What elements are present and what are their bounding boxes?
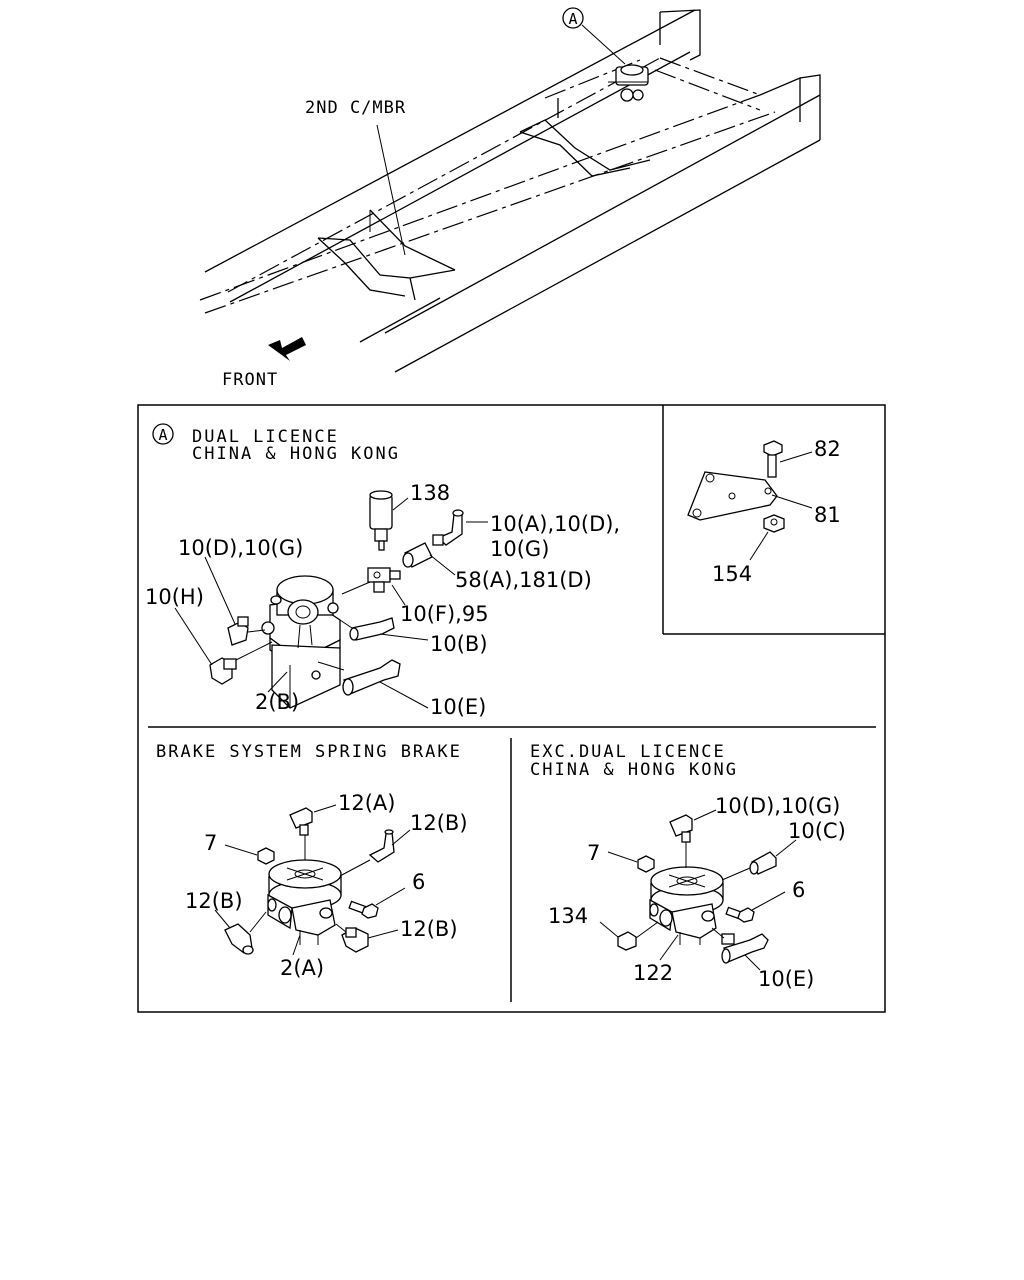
label-10h: 10(H)	[145, 585, 204, 609]
label-12b-top: 12(B)	[410, 811, 468, 835]
part-12a	[289, 804, 337, 860]
label-6: 6	[412, 870, 425, 894]
label-10adg-line1: 10(A),10(D),	[490, 512, 620, 536]
part-tee-10e	[317, 659, 429, 709]
front-label: FRONT	[222, 370, 278, 390]
label-10c: 10(C)	[788, 819, 846, 843]
part-10dg-exc	[669, 809, 717, 868]
label-12b-left: 12(B)	[185, 889, 243, 913]
part-7-nut	[224, 844, 275, 865]
spring-brake-valve-illustration	[267, 859, 342, 945]
label-10dg-exc: 10(D),10(G)	[715, 794, 840, 818]
chassis-frame-illustration	[199, 9, 821, 373]
exc-dual-title-line1: EXC.DUAL LICENCE	[530, 742, 726, 762]
part-12b-right	[335, 923, 399, 953]
label-10dg-left: 10(D),10(G)	[178, 536, 303, 560]
front-arrow-icon	[268, 337, 306, 361]
part-12b-left	[214, 909, 267, 955]
callout-a-top: A	[562, 7, 626, 65]
relay-valve-2b-illustration	[261, 575, 341, 709]
label-134: 134	[548, 904, 588, 928]
label-10e-exc: 10(E)	[758, 967, 814, 991]
exc-dual-valve-illustration	[649, 866, 724, 945]
spring-brake-title: BRAKE SYSTEM SPRING BRAKE	[156, 742, 462, 762]
label-82: 82	[814, 437, 841, 461]
label-58a181d: 58(A),181(D)	[455, 568, 592, 592]
label-10f95: 10(F),95	[400, 602, 489, 626]
section-a-title-line1: DUAL LICENCE	[192, 427, 339, 447]
label-12b-right: 12(B)	[400, 917, 458, 941]
section-a-title-line2: CHINA & HONG KONG	[192, 444, 400, 464]
part-6-bolt	[348, 887, 406, 919]
label-7-exc: 7	[587, 841, 600, 865]
section-a-header: A DUAL LICENCE CHINA & HONG KONG	[152, 423, 400, 464]
part-10c	[721, 839, 797, 881]
part-elbow-fitting-10h	[174, 607, 273, 685]
label-7: 7	[204, 831, 217, 855]
part-elbow-fitting-left	[204, 556, 266, 646]
part-tee-fitting	[341, 567, 406, 606]
crossmember-label: 2ND C/MBR	[305, 98, 406, 118]
part-6-bolt-exc	[725, 891, 786, 923]
label-154: 154	[712, 562, 752, 586]
part-7-nut-exc	[607, 851, 655, 873]
part-134-plug	[599, 921, 659, 951]
label-6-exc: 6	[792, 878, 805, 902]
main-detail-frame	[137, 404, 886, 1013]
part-10e-exc	[711, 927, 769, 971]
label-10e-a: 10(E)	[430, 695, 486, 719]
part-12b-top	[339, 829, 411, 877]
label-122: 122	[633, 961, 673, 985]
label-2b: 2(B)	[255, 690, 299, 714]
bracket-illustration	[687, 440, 813, 561]
part-138-switch	[369, 490, 409, 551]
label-10adg-line2: 10(G)	[490, 537, 549, 561]
crossmember-callout: 2ND C/MBR	[305, 98, 406, 256]
exc-dual-title-line2: CHINA & HONG KONG	[530, 760, 738, 780]
label-10b: 10(B)	[430, 632, 488, 656]
section-a-marker: A	[158, 426, 167, 444]
part-tee-10b	[339, 617, 429, 641]
part-nut-58a	[402, 542, 456, 576]
label-2a: 2(A)	[280, 956, 324, 980]
callout-a-letter: A	[568, 10, 577, 28]
label-138: 138	[410, 481, 450, 505]
label-12a: 12(A)	[338, 791, 395, 815]
part-elbow-fitting-top	[432, 509, 488, 546]
label-81: 81	[814, 503, 841, 527]
